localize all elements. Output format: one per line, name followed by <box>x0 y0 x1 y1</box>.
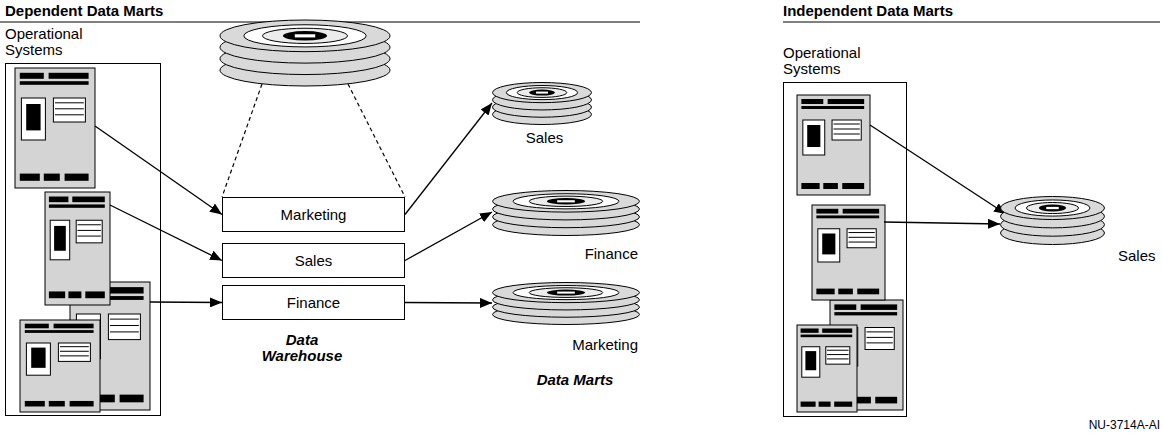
server-icon <box>812 205 885 300</box>
heading-rule <box>783 22 1160 23</box>
disk-icon <box>220 20 390 86</box>
disk-shape <box>492 190 640 237</box>
system-frame <box>783 82 907 417</box>
data-mart-disk: Marketing <box>492 282 642 353</box>
disk-icon <box>1001 197 1105 245</box>
disk-icon <box>493 283 640 325</box>
group-caption: Data Warehouse <box>252 332 352 364</box>
disk-icon <box>493 83 592 125</box>
server-icon <box>20 320 100 412</box>
section-heading: Dependent Data Marts <box>5 3 405 19</box>
system-group: Operational Systems <box>5 26 161 416</box>
warehouse-dash <box>348 84 405 197</box>
mart-label: Sales <box>492 130 597 146</box>
warehouse-section: Sales <box>222 243 405 278</box>
mart-label: Sales <box>1000 248 1158 264</box>
group-heading: Operational Systems <box>5 26 100 58</box>
data-mart-disk: Finance <box>492 190 642 262</box>
server-icon <box>797 325 857 412</box>
flow-arrow <box>405 212 492 261</box>
warehouse-section: Marketing <box>222 197 405 232</box>
mart-label: Finance <box>492 246 642 262</box>
warehouse-section: Finance <box>222 285 405 320</box>
flow-arrow <box>405 302 492 304</box>
flow-arrow <box>405 103 492 215</box>
flow-arrow <box>884 222 1000 224</box>
system-frame <box>5 63 161 416</box>
group-heading: Operational Systems <box>783 45 878 77</box>
disk-shape <box>1000 196 1105 246</box>
flow-arrow <box>110 205 222 261</box>
mart-label: Marketing <box>492 337 642 353</box>
flow-arrow <box>870 125 1006 214</box>
system-group: Operational Systems <box>783 45 907 417</box>
disk-shape <box>492 82 592 126</box>
server-icon <box>15 68 95 188</box>
data-mart-disk: Sales <box>492 82 597 146</box>
data-mart-disk: Sales <box>1000 196 1158 264</box>
section-label: Sales <box>295 253 333 269</box>
section-label: Finance <box>287 295 340 311</box>
disk-shape <box>492 282 640 326</box>
section-heading: Independent Data Marts <box>783 3 1153 19</box>
section-label: Marketing <box>281 207 347 223</box>
disk-icon <box>493 191 640 236</box>
figure-code: NU-3714A-AI <box>1060 417 1160 433</box>
warehouse-dash <box>222 84 262 197</box>
server-icon <box>45 192 110 305</box>
flow-arrow <box>95 126 222 215</box>
server-icon <box>797 95 870 195</box>
group-caption: Data Marts <box>505 372 645 388</box>
